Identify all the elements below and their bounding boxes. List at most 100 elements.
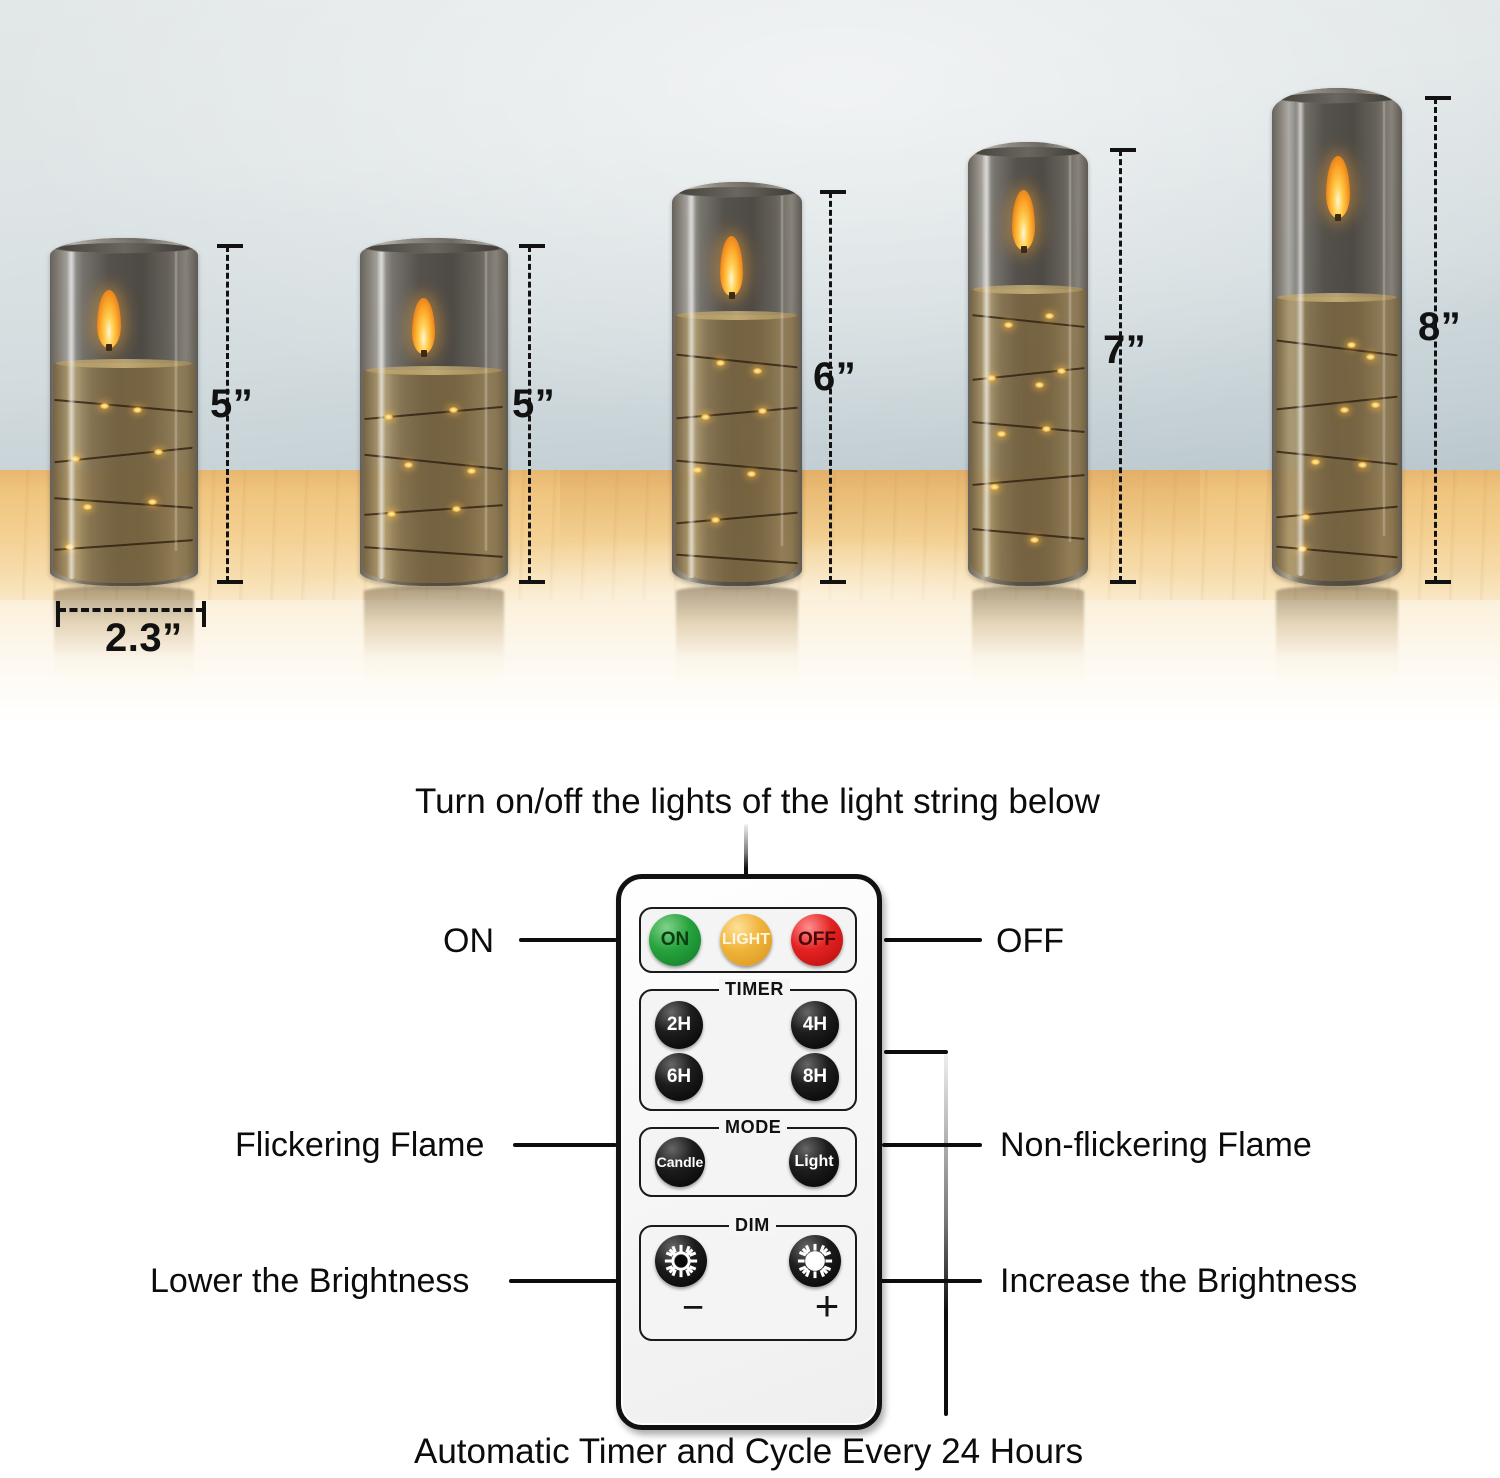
glass-highlight <box>67 246 76 580</box>
leader-line-timer-branch <box>884 1050 948 1054</box>
candle-wick <box>1021 246 1027 253</box>
callout-on-label: ON <box>443 922 494 960</box>
dimension-line-candle-5 <box>1425 96 1451 584</box>
on-button[interactable]: ON <box>649 914 701 966</box>
led-light <box>1339 406 1349 413</box>
led-light <box>1056 368 1066 375</box>
callout-top-caption: Turn on/off the lights of the light stri… <box>415 782 1100 821</box>
led-light <box>1300 513 1310 520</box>
dim-down-button[interactable] <box>655 1235 707 1287</box>
dimension-label-candle-1: 5” <box>210 382 254 426</box>
dimension-line-candle-1 <box>217 244 243 584</box>
leader-line-flickering-flame <box>513 1143 617 1147</box>
glass-highlight <box>687 190 696 578</box>
dim-up-sign: + <box>814 1282 840 1329</box>
wax-top <box>1277 293 1397 303</box>
led-light <box>747 470 757 477</box>
dimension-cap <box>1425 580 1451 584</box>
dimension-cap <box>217 244 243 248</box>
led-light <box>989 483 999 490</box>
leader-line-top <box>744 824 748 886</box>
candle-glass <box>968 142 1088 586</box>
led-light <box>692 466 702 473</box>
leader-line-timer-vertical <box>944 1050 948 1416</box>
dimension-label-candle-5: 8” <box>1418 305 1462 349</box>
dimension-line-width <box>56 601 206 627</box>
callout-off-label: OFF <box>996 922 1064 960</box>
sun-bright-icon <box>797 1243 833 1279</box>
product-photo: 5” 2.3” 5” 6” 7” 8” <box>0 0 1500 742</box>
dimension-cap <box>202 601 206 627</box>
dimension-line-candle-3 <box>820 190 846 584</box>
candle-4 <box>968 142 1088 586</box>
candle-glass <box>672 182 802 586</box>
led-light <box>1042 426 1052 433</box>
remote-control[interactable]: ON LIGHT OFF 2H 4H 6H 8H TIMER Candle Li… <box>616 874 882 1430</box>
mode-panel: Candle Light <box>639 1127 857 1197</box>
glass-rim <box>50 238 198 254</box>
led-light <box>100 402 110 409</box>
callout-increase-brightness-label: Increase the Brightness <box>1000 1262 1358 1300</box>
led-light <box>132 407 142 414</box>
dimension-cap <box>820 190 846 194</box>
dimension-cap <box>1110 580 1136 584</box>
glass-highlight <box>780 192 784 546</box>
candle-wick <box>421 350 427 357</box>
led-light <box>466 467 476 474</box>
leader-line-lower-brightness <box>509 1279 617 1283</box>
led-light <box>1004 321 1013 328</box>
led-light <box>1357 461 1367 468</box>
timer-group-label: TIMER <box>719 979 790 1000</box>
dimension-cap <box>1425 96 1451 100</box>
dimension-label-candle-4: 7” <box>1103 328 1147 372</box>
dim-panel: − + <box>639 1225 857 1341</box>
led-light <box>752 367 762 374</box>
glass-rim <box>672 182 802 198</box>
mode-light-button[interactable]: Light <box>789 1137 839 1187</box>
candle-glass <box>360 238 508 586</box>
candle-flame <box>1326 156 1350 218</box>
timer-4h-button[interactable]: 4H <box>791 1001 839 1049</box>
mode-candle-button[interactable]: Candle <box>655 1137 705 1187</box>
dim-group-label: DIM <box>729 1215 776 1236</box>
glass-rim <box>1272 88 1402 104</box>
glass-rim <box>968 142 1088 158</box>
dimension-cap <box>1110 148 1136 152</box>
dimension-cap <box>519 244 545 248</box>
dimension-label-width: 2.3” <box>105 616 183 660</box>
candle-reflection <box>676 586 798 682</box>
led-light <box>716 359 726 366</box>
candle-wax <box>1274 293 1400 582</box>
off-button[interactable]: OFF <box>791 914 843 966</box>
candle-wick <box>106 344 112 351</box>
led-light <box>153 448 163 455</box>
timer-2h-button[interactable]: 2H <box>655 1001 703 1049</box>
leader-line-on <box>519 938 617 942</box>
glass-highlight <box>377 246 386 580</box>
glass-highlight <box>174 248 178 552</box>
candle-flame <box>720 236 743 296</box>
wax-top <box>677 311 797 321</box>
candle-reflection <box>1276 586 1398 682</box>
candle-2 <box>360 238 508 586</box>
led-light <box>451 505 461 512</box>
candle-1 <box>50 238 198 586</box>
dimension-cap <box>56 601 60 627</box>
wax-top <box>972 284 1084 294</box>
light-button[interactable]: LIGHT <box>720 914 772 966</box>
candle-reflection <box>364 586 504 682</box>
callout-bottom-caption: Automatic Timer and Cycle Every 24 Hours <box>414 1432 1084 1471</box>
led-light <box>996 430 1006 437</box>
dim-up-button[interactable] <box>789 1235 841 1287</box>
glass-highlight <box>484 248 488 552</box>
led-light <box>1035 381 1045 388</box>
timer-6h-button[interactable]: 6H <box>655 1053 703 1101</box>
dimension-cap <box>217 580 243 584</box>
dimension-cap <box>820 580 846 584</box>
led-light <box>383 413 393 420</box>
timer-8h-button[interactable]: 8H <box>791 1053 839 1101</box>
candle-flame <box>412 298 435 354</box>
led-light <box>1365 354 1375 361</box>
led-light <box>386 511 396 518</box>
